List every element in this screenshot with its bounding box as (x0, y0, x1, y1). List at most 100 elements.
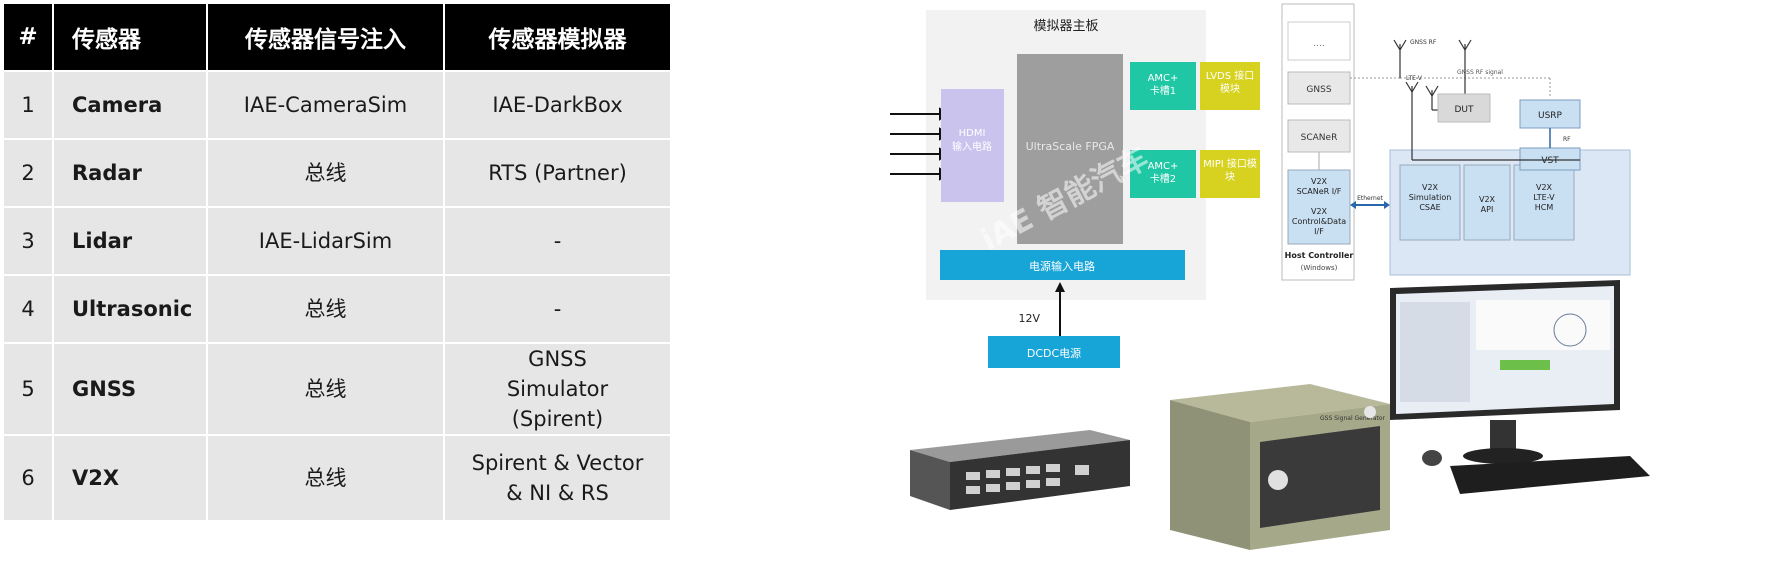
table-row: 2 Radar 总线 RTS (Partner) (2, 138, 672, 208)
v2x-api-block (1463, 164, 1511, 241)
v2x-hcm-block (1513, 164, 1575, 241)
row-injection: IAE-LidarSim (206, 206, 445, 276)
monitor-base (1463, 448, 1543, 464)
host-os-label: (Windows) (1301, 264, 1338, 272)
row-injection: 总线 (206, 434, 445, 522)
signal-generator-cabinet: GSS Signal Generator (1160, 380, 1410, 560)
gnss-block (1287, 71, 1351, 105)
cabinet-grill (1260, 426, 1380, 528)
antenna-gnss (1393, 39, 1407, 78)
row-num: 4 (2, 274, 54, 344)
rack-ports (966, 464, 1089, 494)
screen-panel-left (1400, 302, 1470, 402)
row-sensor: Ultrasonic (52, 274, 208, 344)
row-injection: 总线 (206, 342, 445, 436)
rack-unit-illustration (900, 410, 1140, 530)
cabinet-badge (1268, 470, 1288, 490)
row-num: 1 (2, 70, 54, 140)
table-row: 6 V2X 总线 Spirent & Vector & NI & RS (2, 434, 672, 522)
amc2-block (1130, 150, 1196, 198)
row-injection: 总线 (206, 138, 445, 208)
row-num: 3 (2, 206, 54, 276)
row-sensor: Lidar (52, 206, 208, 276)
cabinet-top (1170, 384, 1390, 422)
cabinet-label: GSS Signal Generator (1320, 415, 1386, 422)
row-simulator: RTS (Partner) (443, 138, 672, 208)
gnss-rf-antenna-label: GNSS RF (1410, 39, 1437, 46)
mipi-block: MIPI 接口模块 (1200, 150, 1260, 198)
antenna-dut (1425, 39, 1472, 111)
workstation-illustration (1390, 280, 1650, 540)
power-arrowhead (1055, 282, 1065, 292)
table-row: 1 Camera IAE-CameraSim IAE-DarkBox (2, 70, 672, 140)
header-simulator: 传感器模拟器 (443, 2, 672, 72)
lvds-label: LVDS 接口模块 (1205, 71, 1255, 95)
mouse (1422, 450, 1442, 466)
usrp-block (1519, 99, 1581, 129)
ethernet-label: Ethernet (1357, 195, 1383, 202)
host-label: Host Controller (1285, 251, 1354, 260)
hdmi-block (941, 89, 1004, 202)
header-injection: 传感器信号注入 (206, 2, 445, 72)
amc2-label: AMC+卡槽2 (1148, 161, 1179, 185)
row-injection: 总线 (206, 274, 445, 344)
screen-signal-bar (1500, 360, 1550, 370)
sensor-table: # 传感器 传感器信号注入 传感器模拟器 1 Camera IAE-Camera… (2, 2, 672, 522)
table-row: 5 GNSS 总线 GNSS Simulator (Spirent) (2, 342, 672, 436)
rack-unit-svg (910, 430, 1130, 510)
cabinet-svg: GSS Signal Generator (1170, 384, 1390, 550)
vst-label: VST (1541, 156, 1559, 166)
row-simulator: - (443, 206, 672, 276)
keyboard (1450, 456, 1650, 494)
v2x-sim-block (1399, 164, 1461, 241)
ltev-label: LTE-V (1406, 75, 1423, 82)
row-sensor: V2X (52, 434, 208, 522)
voltage-label: 12V (1018, 312, 1040, 325)
row-injection: IAE-CameraSim (206, 70, 445, 140)
row-sensor: Camera (52, 70, 208, 140)
mipi-label: MIPI 接口模块 (1203, 159, 1257, 183)
gnss-rf-signal-label: GNSS RF signal (1457, 69, 1503, 76)
usrp-label: USRP (1538, 111, 1563, 121)
ethernet-arrowhead-left (1350, 201, 1356, 209)
dots-label: .... (1313, 39, 1324, 49)
rack-side (910, 450, 950, 510)
table-row: 3 Lidar IAE-LidarSim - (2, 206, 672, 276)
antenna-ltev (1405, 81, 1580, 161)
row-num: 6 (2, 434, 54, 522)
header-sensor: 传感器 (52, 2, 208, 72)
fpga-block (1017, 54, 1123, 244)
workstation-svg (1390, 280, 1650, 494)
rf-link-label: RF (1563, 136, 1571, 143)
lvds-block: LVDS 接口模块 (1200, 62, 1260, 110)
power-label: 电源输入电路 (1029, 259, 1095, 273)
rack-top (910, 430, 1130, 462)
cabinet-knob (1364, 406, 1376, 418)
scaner-label: SCANeR (1301, 133, 1338, 143)
row-sensor: Radar (52, 138, 208, 208)
dots-block (1287, 21, 1351, 61)
table-row: 4 Ultrasonic 总线 - (2, 274, 672, 344)
row-num: 5 (2, 342, 54, 436)
board-title: 模拟器主板 (1033, 19, 1098, 34)
screen-panel-top (1476, 300, 1610, 350)
v2x-if-block (1287, 169, 1351, 245)
amc1-label: AMC+卡槽1 (1148, 73, 1179, 97)
row-num: 2 (2, 138, 54, 208)
scaner-block (1287, 119, 1351, 153)
monitor-stand (1490, 420, 1516, 450)
dcdc-block (988, 336, 1120, 368)
cabinet-side (1170, 400, 1250, 550)
power-block (940, 250, 1185, 280)
dcdc-label: DCDC电源 (1027, 346, 1081, 360)
gnss-label: GNSS (1306, 85, 1331, 95)
row-simulator: - (443, 274, 672, 344)
